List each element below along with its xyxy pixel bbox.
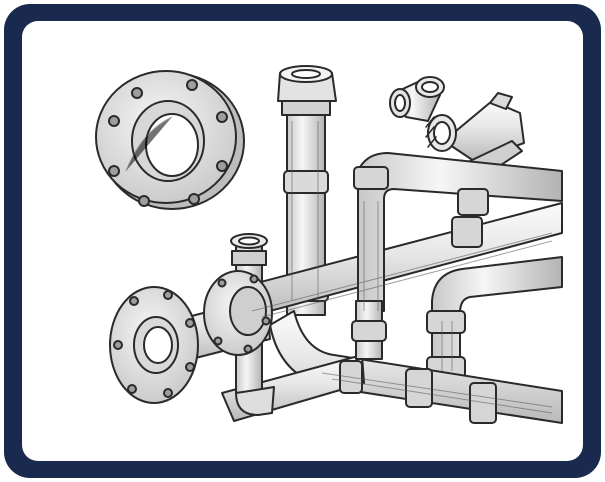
hatching-detail [125, 116, 553, 414]
bolted-flange-joint-icon [109, 270, 273, 404]
illustration-panel [22, 21, 583, 461]
illustration-frame [4, 4, 601, 478]
elbow-fitting-icon [389, 76, 445, 122]
pipe-fittings-illustration [95, 65, 563, 424]
pipe-network-icon [221, 152, 563, 424]
flange-icon [95, 70, 245, 210]
